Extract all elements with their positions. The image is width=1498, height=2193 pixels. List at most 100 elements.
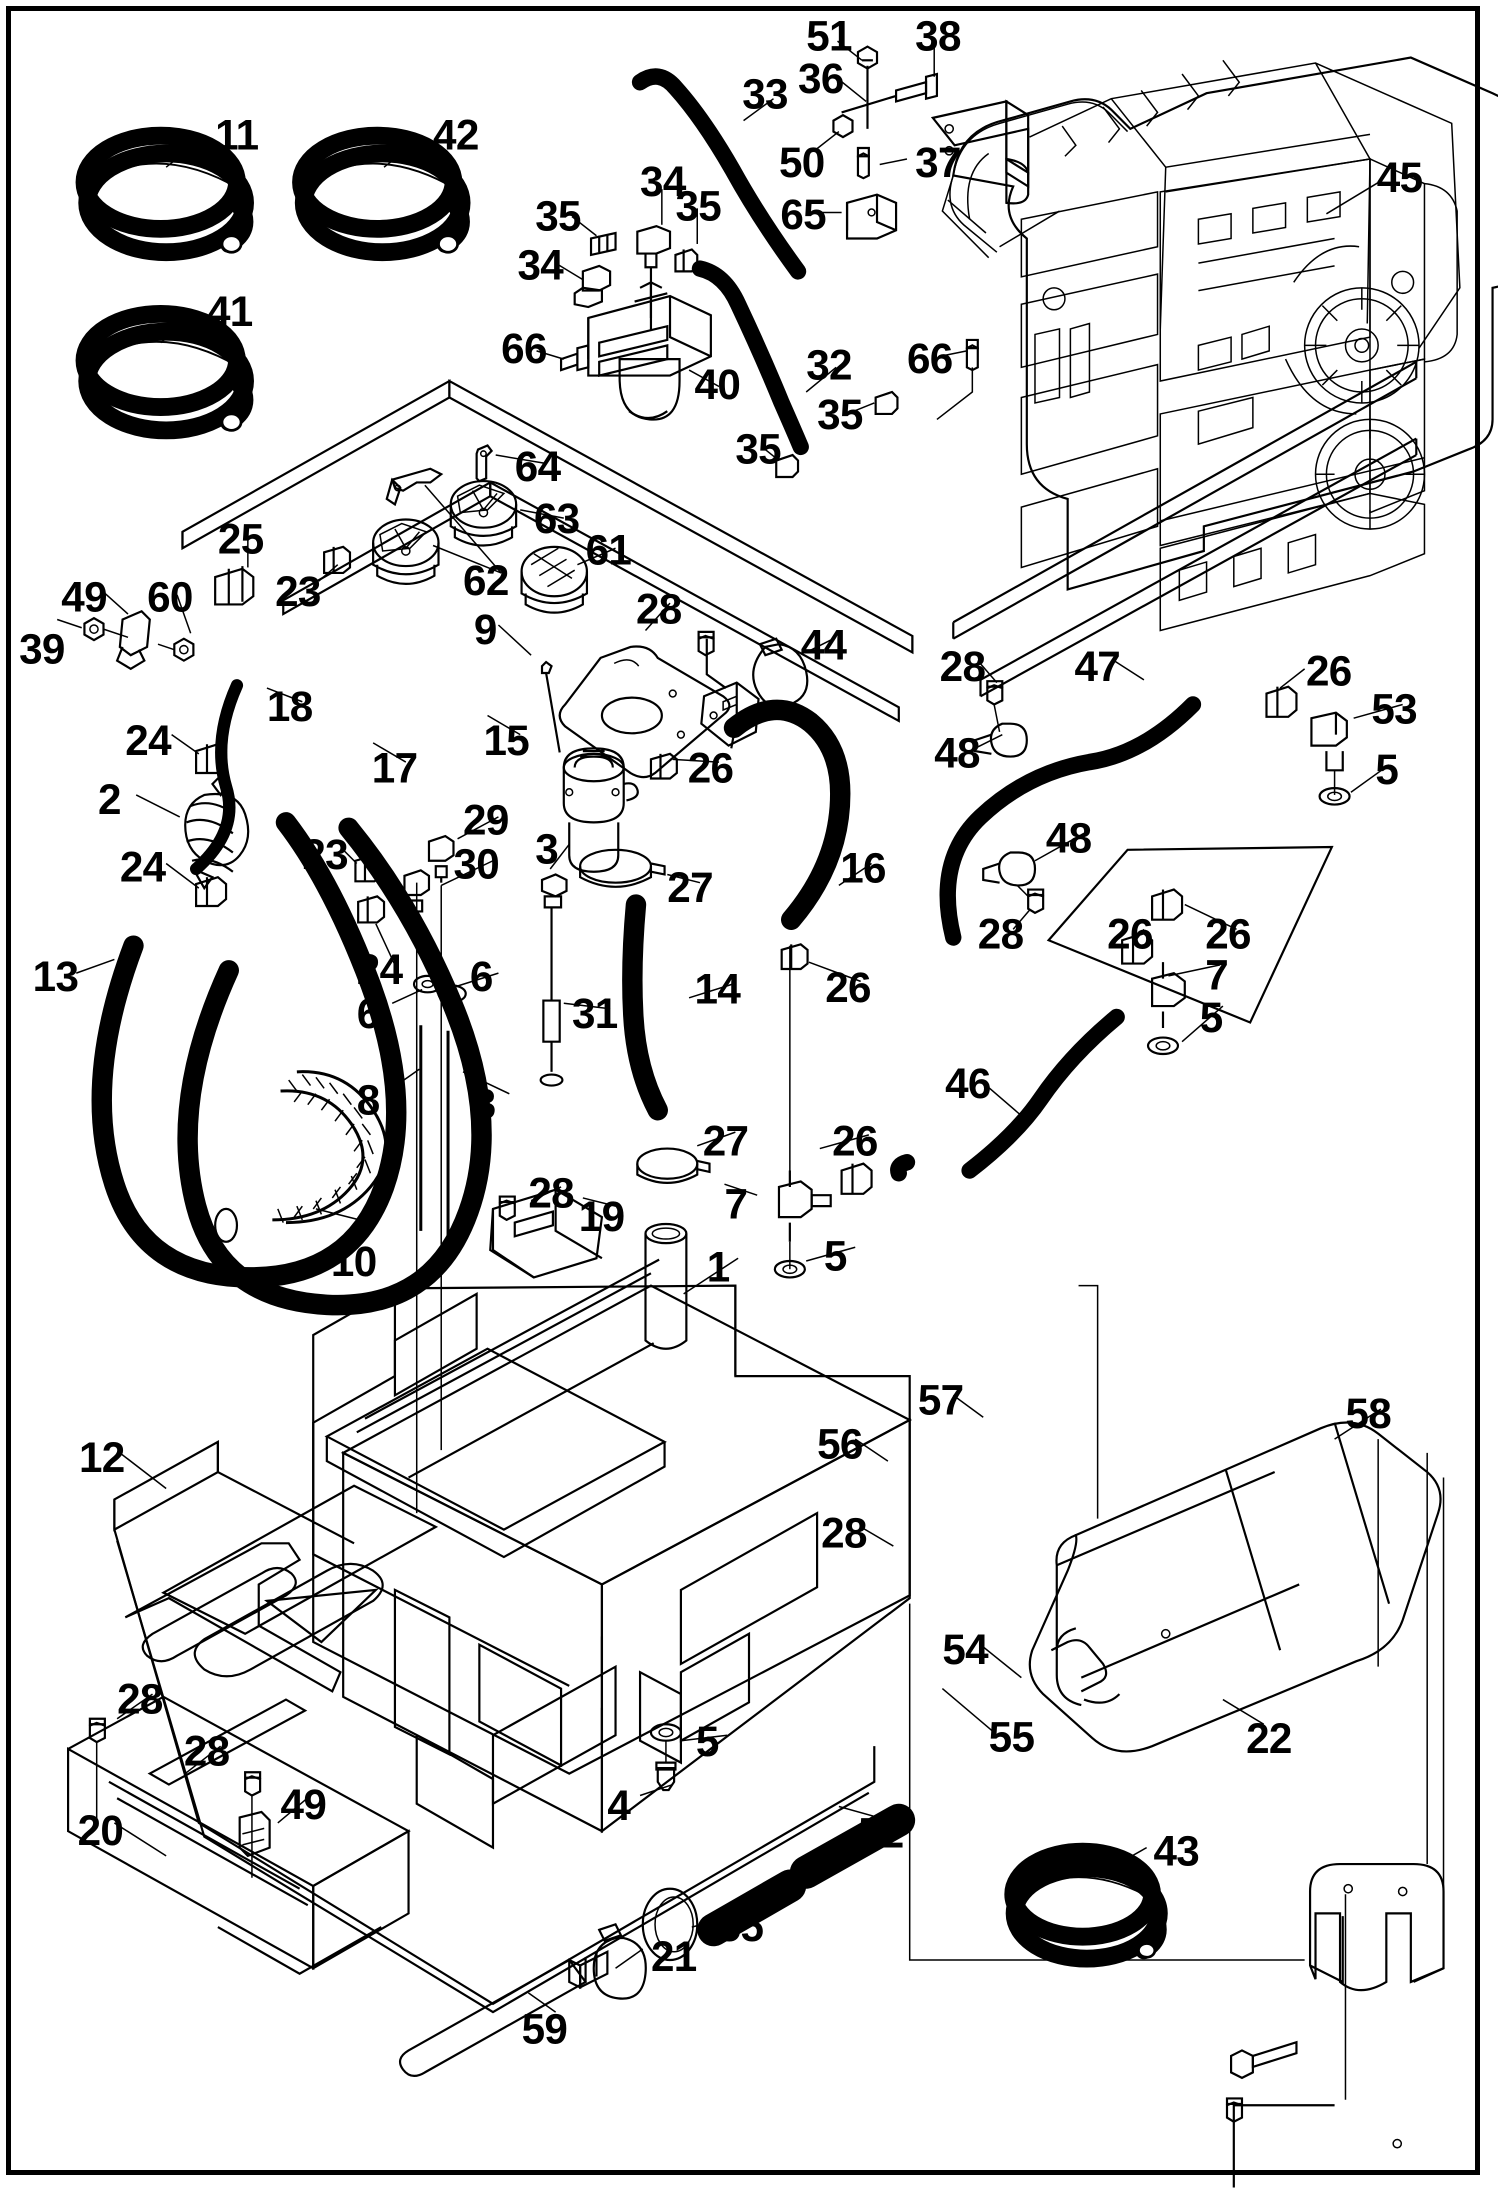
callout-28-d: 28 <box>528 1169 574 1218</box>
callout-38: 38 <box>915 12 961 61</box>
fitting-48-a <box>973 722 1028 758</box>
fitting-7-a <box>1151 962 1186 1028</box>
callout-14: 14 <box>694 964 741 1013</box>
pin-9 <box>540 660 561 753</box>
callout-28-g: 28 <box>183 1726 230 1775</box>
clip-49-a <box>115 609 151 671</box>
callout-8-b: 8 <box>472 1080 496 1129</box>
fitting-34-lower <box>573 264 612 309</box>
callout-21: 21 <box>650 1932 697 1981</box>
clamp-24-a <box>195 743 228 775</box>
callout-40: 40 <box>694 360 741 409</box>
callout-35-a: 35 <box>535 191 581 240</box>
tee-7-b <box>777 1170 832 1242</box>
callout-9: 9 <box>473 605 497 654</box>
callout-28-e: 28 <box>821 1509 867 1558</box>
callout-7-a: 7 <box>1205 951 1229 1000</box>
braided-hose-10 <box>214 1070 388 1243</box>
callout-49-a: 49 <box>61 572 107 621</box>
nut-50 <box>832 113 854 139</box>
muffler-58 <box>1028 1421 1442 1753</box>
nut-6-b <box>437 984 467 1004</box>
callout-51: 51 <box>806 12 852 61</box>
hose-coil-43 <box>1004 1842 1168 1968</box>
washer-5-b <box>1146 1036 1180 1056</box>
bolt-37 <box>856 146 870 180</box>
bracket-36 <box>930 99 1030 205</box>
callout-24-c: 24 <box>356 945 403 994</box>
callout-54: 54 <box>942 1625 988 1674</box>
callout-13: 13 <box>32 952 79 1001</box>
bracket-15 <box>558 638 760 779</box>
callout-57: 57 <box>917 1376 964 1425</box>
key-64 <box>475 444 494 483</box>
plug-4 <box>655 1761 677 1792</box>
callout-59: 59 <box>521 2005 568 2054</box>
fitting-30 <box>403 869 431 913</box>
inline-filter-2 <box>184 774 250 891</box>
bolt-38 <box>894 72 939 103</box>
callout-1: 1 <box>706 1243 730 1292</box>
callout-28-b: 28 <box>939 642 986 691</box>
leader-lines <box>56 40 1403 2013</box>
clamp-25 <box>214 566 255 606</box>
callout-42: 42 <box>433 111 479 159</box>
bolt-28-b <box>986 680 1004 733</box>
clamp-35-c <box>775 453 800 479</box>
clip-49-b <box>238 1810 271 1858</box>
callout-7-b: 7 <box>724 1180 748 1229</box>
pipe-59 <box>398 1949 609 2077</box>
clamp-24-c <box>357 895 386 924</box>
fuel-cap-61 <box>520 545 589 614</box>
callout-34-b: 34 <box>517 241 564 290</box>
bolt-28-a <box>697 630 715 657</box>
clamp-35-d <box>874 390 899 416</box>
sender-26-body <box>562 747 639 873</box>
callout-2: 2 <box>98 775 121 824</box>
callout-31: 31 <box>571 989 618 1038</box>
bolt-66-b <box>965 338 979 372</box>
fitting-48-b <box>982 851 1037 887</box>
callout-32: 32 <box>806 341 852 390</box>
washer-5-d <box>649 1723 682 1742</box>
callout-28-c: 28 <box>977 910 1024 959</box>
callout-11: 11 <box>215 111 259 159</box>
callout-20: 20 <box>77 1806 124 1855</box>
callout-4: 4 <box>607 1781 631 1830</box>
bolt-28-d <box>498 1195 516 1222</box>
callout-6-b: 6 <box>356 989 380 1038</box>
callout-17: 17 <box>371 744 418 793</box>
callout-26-e: 26 <box>825 963 871 1012</box>
part-65 <box>845 193 898 240</box>
nut-39 <box>83 616 105 642</box>
callout-62: 62 <box>463 556 509 605</box>
callout-8-a: 8 <box>356 1075 380 1124</box>
valve-34-upper <box>636 224 672 331</box>
clamp-26-a <box>1265 685 1298 718</box>
bolt-56 <box>1229 2040 1298 2080</box>
clamp-44 <box>752 637 809 708</box>
callout-39: 39 <box>19 625 65 673</box>
bolt-28-g <box>244 1771 262 1878</box>
clamp-26-e <box>780 943 809 971</box>
callout-35-c: 35 <box>817 390 863 439</box>
callout-15: 15 <box>483 716 530 765</box>
callout-49-b: 49 <box>280 1780 327 1829</box>
engine-assembly-45 <box>941 59 1461 632</box>
clamp-26-d <box>1151 888 1184 921</box>
nut-51 <box>856 45 879 70</box>
callout-36: 36 <box>798 54 844 103</box>
callout-35-b: 35 <box>675 182 722 231</box>
callout-28-f: 28 <box>117 1674 163 1723</box>
fitting-29 <box>427 834 455 883</box>
callout-41: 41 <box>206 287 253 336</box>
clamp-21 <box>592 1923 647 2000</box>
callout-66-b: 66 <box>906 334 953 383</box>
callout-66-a: 66 <box>501 324 547 373</box>
callout-26-d: 26 <box>1205 910 1251 959</box>
callout-44: 44 <box>800 620 847 669</box>
callout-28-a: 28 <box>635 585 682 634</box>
callout-26-a: 26 <box>1305 646 1352 695</box>
